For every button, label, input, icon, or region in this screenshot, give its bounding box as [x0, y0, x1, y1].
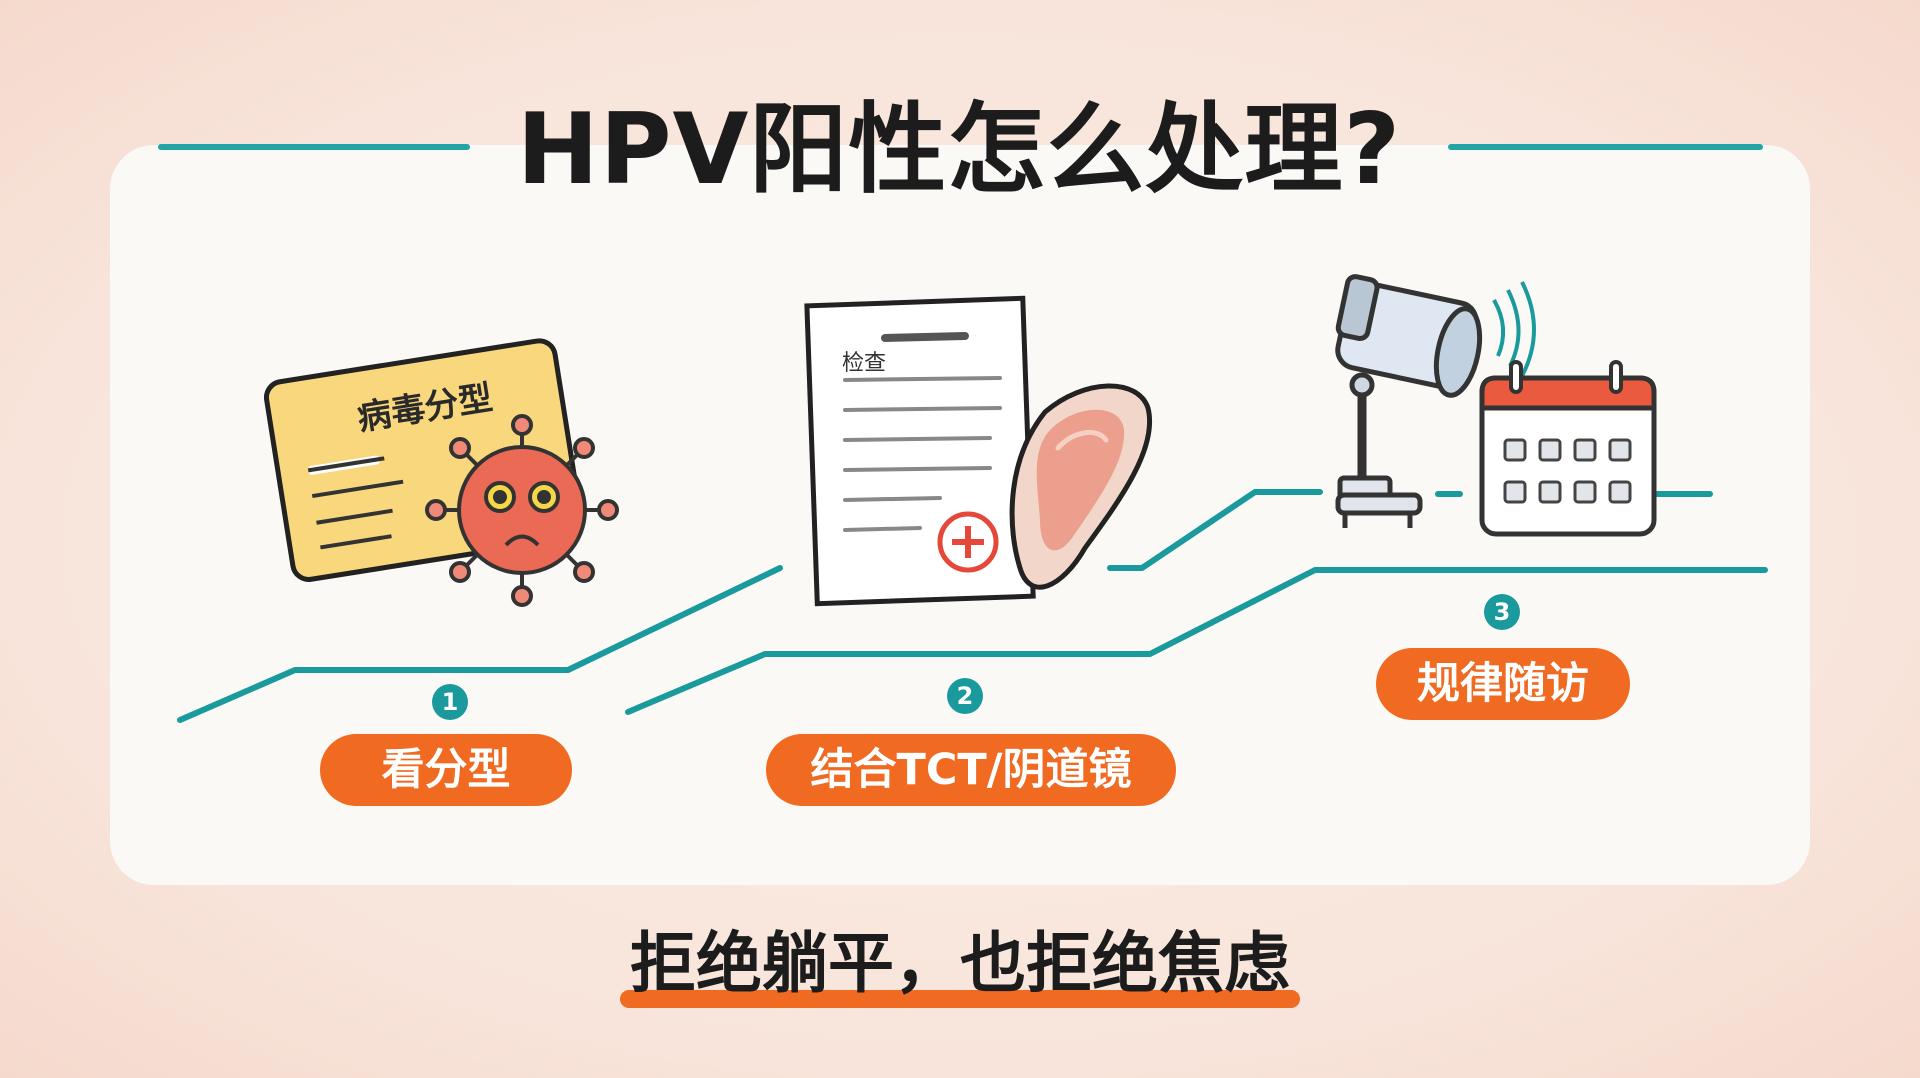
title-decor-line-left — [158, 144, 470, 150]
slogan-text: 拒绝躺平，也拒绝焦虑 — [630, 925, 1290, 1002]
step-path-lines — [177, 489, 1768, 723]
virus-icon — [425, 414, 619, 607]
step-2-label: 结合TCT/阴道镜 — [766, 734, 1176, 806]
calendar-icon — [1479, 360, 1657, 537]
path-line-3 — [1107, 489, 1323, 571]
step-1-number: 1 — [432, 684, 468, 720]
exam-report-and-cervix-icon: 检查 — [804, 295, 1152, 607]
step-1-label: 看分型 — [320, 734, 572, 806]
colposcope-and-calendar-icon — [1335, 274, 1657, 537]
path-line-2 — [625, 567, 1768, 715]
page-title: HPV阳性怎么处理? — [516, 93, 1402, 207]
card-text-exam: 检查 — [842, 351, 886, 376]
slogan-block: 拒绝躺平，也拒绝焦虑 — [620, 922, 1300, 1012]
title-decor-line-right — [1448, 144, 1763, 150]
step-3-number: 3 — [1484, 594, 1520, 630]
slogan-underline — [620, 990, 1300, 1008]
path-line-1 — [177, 565, 783, 723]
step-2-number: 2 — [947, 678, 983, 714]
step-3-label: 规律随访 — [1376, 648, 1630, 720]
